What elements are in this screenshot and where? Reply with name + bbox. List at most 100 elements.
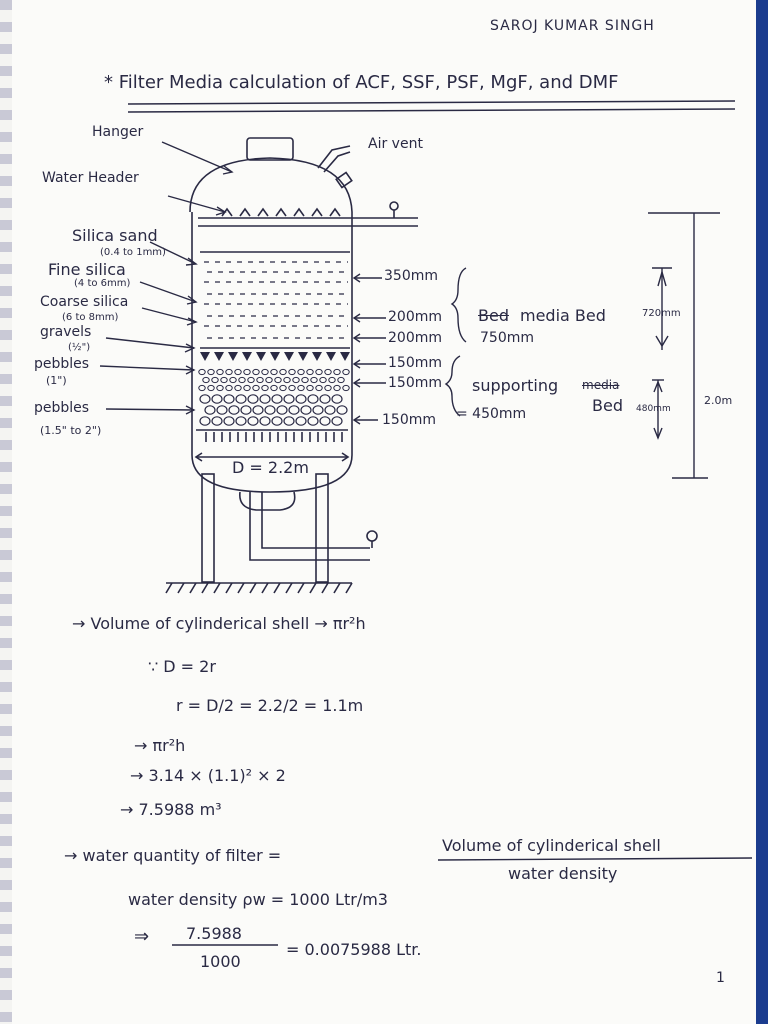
pebble-large	[223, 394, 235, 404]
pebble-small	[337, 376, 345, 384]
pebble-large	[295, 394, 307, 404]
pebble-large	[199, 416, 211, 426]
pebble-small	[252, 384, 260, 392]
supporting-label: supporting	[472, 376, 559, 395]
supporting-bed: Bed	[592, 396, 623, 415]
pebble-small	[198, 384, 206, 392]
label-fine-silica-size: (4 to 6mm)	[74, 278, 131, 289]
pebble-small	[279, 384, 287, 392]
calc-final-denominator: 1000	[200, 952, 241, 971]
pebble-large	[235, 394, 247, 404]
pebble-large	[259, 394, 271, 404]
pebble-large	[216, 405, 228, 415]
label-pebbles-1-size: (1")	[46, 374, 67, 387]
pebble-small	[274, 376, 282, 384]
pebble-small	[216, 368, 224, 376]
pebble-large	[319, 416, 331, 426]
pebble-small	[234, 384, 242, 392]
label-silica-sand-size: (0.4 to 1mm)	[100, 247, 166, 258]
pebble-small	[297, 384, 305, 392]
pebble-large	[199, 394, 211, 404]
media-bed-label: media Bed	[520, 306, 606, 325]
pebble-large	[307, 416, 319, 426]
pebble-small	[283, 376, 291, 384]
pebble-small	[324, 368, 332, 376]
pebble-small	[207, 384, 215, 392]
pebble-large	[331, 394, 343, 404]
calc-line-volume-result: → 7.5988 m³	[120, 800, 222, 819]
pebble-small	[261, 368, 269, 376]
page-title: * Filter Media calculation of ACF, SSF, …	[104, 72, 619, 93]
layer-1-thickness: 350mm	[384, 268, 438, 284]
pebble-small	[297, 368, 305, 376]
calc-line-volume: → Volume of cylinderical shell → πr²h	[72, 614, 366, 633]
media-total: 750mm	[480, 330, 534, 346]
notebook-page	[12, 0, 756, 1024]
calc-line-formula: → πr²h	[134, 736, 186, 755]
pebble-small	[324, 384, 332, 392]
pebble-small	[279, 368, 287, 376]
pebble-large	[319, 394, 331, 404]
pebble-small	[216, 384, 224, 392]
calc-final-result: = 0.0075988 Ltr.	[286, 940, 422, 959]
pebble-small	[225, 368, 233, 376]
pebble-small	[342, 384, 350, 392]
layer-4-thickness: 150mm	[388, 355, 442, 371]
pebble-small	[288, 384, 296, 392]
pebble-small	[270, 384, 278, 392]
pebble-small	[265, 376, 273, 384]
pebble-large	[331, 416, 343, 426]
label-water-header: Water Header	[42, 170, 139, 186]
layer-2-thickness: 200mm	[388, 309, 442, 325]
calc-fraction-denominator: water density	[508, 864, 618, 883]
calc-final-numerator: 7.5988	[186, 924, 242, 943]
calc-line-radius: r = D/2 = 2.2/2 = 1.1m	[176, 696, 364, 715]
pebble-small	[243, 384, 251, 392]
pebble-small	[306, 368, 314, 376]
calc-line-density: water density ρw = 1000 Ltr/m3	[128, 890, 388, 909]
pebble-small	[247, 376, 255, 384]
pebble-large	[324, 405, 336, 415]
label-diameter: D = 2.2m	[232, 458, 309, 477]
label-silica-sand: Silica sand	[72, 226, 158, 245]
label-pebbles-1: pebbles	[34, 356, 90, 372]
pebble-small	[256, 376, 264, 384]
pebble-large	[223, 416, 235, 426]
label-gravels-size: (½")	[68, 342, 91, 353]
spiral-binding	[0, 0, 12, 1024]
pebble-small	[315, 368, 323, 376]
pebble-small	[252, 368, 260, 376]
pebble-small	[238, 376, 246, 384]
pebble-large	[259, 416, 271, 426]
pebble-large	[228, 405, 240, 415]
pebble-small	[243, 368, 251, 376]
pebble-large	[247, 416, 259, 426]
author-name: SAROJ KUMAR SINGH	[490, 18, 655, 34]
pebble-large	[211, 416, 223, 426]
pebble-small	[333, 368, 341, 376]
pebble-large	[211, 394, 223, 404]
pebble-large	[300, 405, 312, 415]
page-edge	[756, 0, 768, 1024]
pebble-large	[336, 405, 348, 415]
calc-line-water-quantity: → water quantity of filter =	[64, 846, 282, 865]
pebble-small	[202, 376, 210, 384]
label-air-vent: Air vent	[368, 136, 423, 152]
pebble-large	[271, 394, 283, 404]
pebble-large	[252, 405, 264, 415]
pebble-large	[271, 416, 283, 426]
supporting-dimension: 480mm	[636, 404, 671, 414]
pebble-small	[220, 376, 228, 384]
pebble-small	[292, 376, 300, 384]
calc-line-substitution: → 3.14 × (1.1)² × 2	[130, 766, 286, 785]
label-coarse-silica: Coarse silica	[40, 294, 129, 310]
layer-6-thickness: 150mm	[382, 412, 436, 428]
overall-height: 2.0m	[704, 394, 733, 407]
pebble-small	[310, 376, 318, 384]
pebble-small	[198, 368, 206, 376]
supporting-struck: media	[582, 378, 620, 392]
pebble-small	[288, 368, 296, 376]
pebble-large	[276, 405, 288, 415]
layer-3-thickness: 200mm	[388, 330, 442, 346]
pebble-large	[283, 394, 295, 404]
